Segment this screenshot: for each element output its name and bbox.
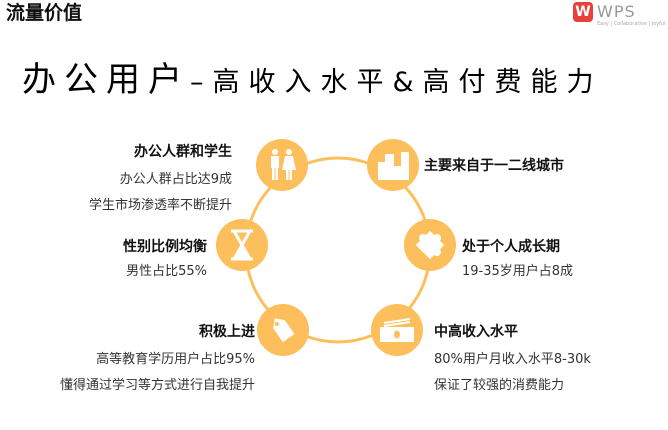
- item-heading: 处于个人成长期: [462, 239, 560, 255]
- item-ambitious: 积极上进 高等教育学历用户占比95% 懂得通过学习等方式进行自我提升: [60, 321, 255, 393]
- item-line: 办公人群占比达9成: [119, 172, 232, 187]
- item-line: 高等教育学历用户占比95%: [96, 352, 255, 367]
- logo-name: WPS: [597, 2, 636, 21]
- item-heading: 性别比例均衡: [123, 239, 207, 255]
- item-line: 懂得通过学习等方式进行自我提升: [59, 378, 255, 393]
- item-heading: 主要来自于一二线城市: [424, 158, 564, 174]
- money-icon: [371, 304, 423, 356]
- item-heading: 积极上进: [199, 324, 255, 340]
- item-line: 保证了较强的消费能力: [434, 378, 565, 393]
- item-income: 中高收入水平 80%用户月收入水平8-30k 保证了较强的消费能力: [434, 321, 591, 393]
- item-line: 男性占比55%: [126, 264, 207, 279]
- item-cities: 主要来自于一二线城市: [424, 155, 564, 175]
- tag-icon: [257, 304, 309, 356]
- people-icon: [256, 139, 308, 191]
- item-growth: 处于个人成长期 19-35岁用户占8成: [462, 236, 573, 279]
- item-line: 80%用户月收入水平8-30k: [434, 352, 591, 367]
- hourglass-icon: [216, 219, 268, 271]
- logo-tagline: Easy | Collaborative | Joyful: [597, 21, 666, 27]
- puzzle-icon: [404, 219, 456, 271]
- item-gender: 性别比例均衡 男性占比55%: [123, 236, 207, 279]
- wps-mark-icon: W: [573, 2, 593, 22]
- title-sub: –高收入水平&高付费能力: [190, 67, 603, 98]
- section-title: 流量价值: [6, 2, 83, 24]
- item-office: 办公人群和学生 办公人群占比达9成 学生市场渗透率不断提升: [89, 141, 232, 213]
- item-heading: 办公人群和学生: [134, 144, 232, 160]
- item-heading: 中高收入水平: [434, 324, 518, 340]
- title-main: 办公用户: [22, 60, 190, 100]
- item-line: 19-35岁用户占8成: [462, 264, 574, 279]
- page-title: 办公用户–高收入水平&高付费能力: [22, 52, 603, 101]
- buildings-icon: [367, 139, 419, 191]
- item-line: 学生市场渗透率不断提升: [88, 198, 232, 213]
